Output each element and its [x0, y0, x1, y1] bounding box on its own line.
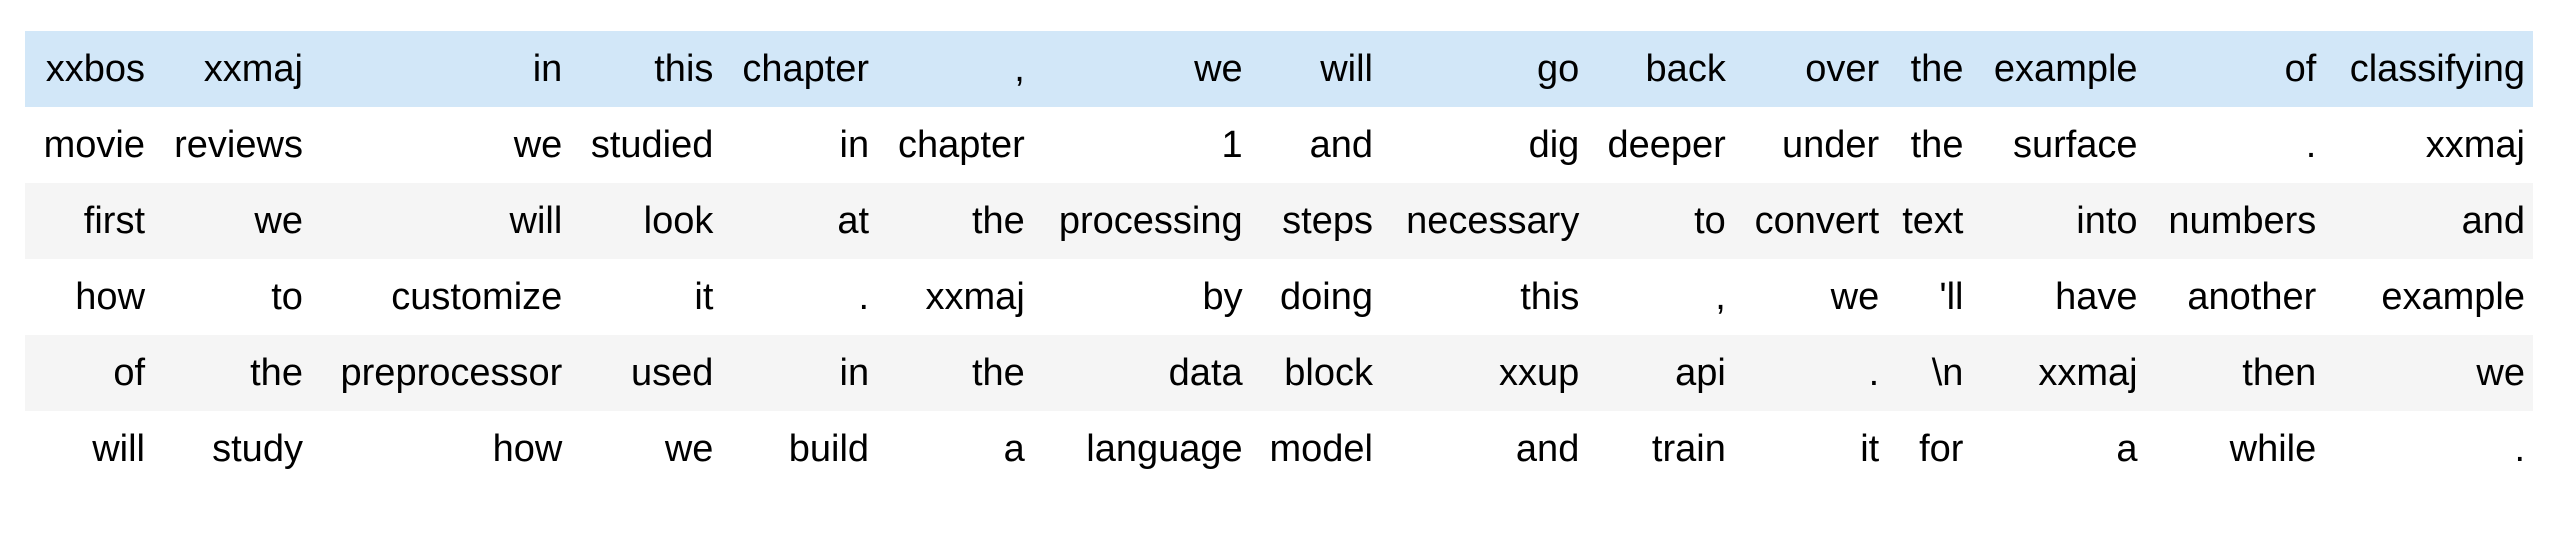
token-cell: a — [1003, 427, 1025, 470]
token-cell: \n — [1887, 335, 1972, 411]
token-cell: xxup — [1380, 335, 1588, 411]
token-cell: we — [153, 183, 311, 259]
token-cell: model — [1269, 427, 1373, 470]
token-cell: and — [1309, 123, 1373, 166]
token-cell: example — [1971, 31, 2146, 107]
token-cell: block — [1250, 335, 1381, 411]
token-cell: , — [1715, 275, 1726, 318]
token-cell: the — [153, 335, 311, 411]
token-cell: studied — [590, 123, 714, 166]
token-cell: dig — [1528, 123, 1580, 166]
token-cell: xxmaj — [925, 275, 1025, 318]
token-cell: go — [1380, 31, 1588, 107]
token-cell: have — [2055, 275, 2138, 318]
token-cell: used — [570, 335, 722, 411]
token-cell: convert — [1733, 183, 1888, 259]
token-cell: surface — [2012, 123, 2138, 166]
token-cell: into — [1971, 183, 2146, 259]
token-cell: language — [1086, 427, 1243, 470]
token-cell: classifying — [2324, 31, 2533, 107]
token-cell: it — [694, 275, 714, 318]
token-cell: in — [839, 123, 870, 166]
token-cell: another — [2187, 275, 2317, 318]
token-cell: we — [664, 427, 714, 470]
token-cell: we — [2324, 335, 2533, 411]
token-cell: will — [1250, 31, 1381, 107]
token-cell: we — [513, 123, 563, 166]
token-cell: this — [1520, 275, 1580, 318]
token-cell: look — [570, 183, 722, 259]
token-cell: xxmaj — [153, 31, 311, 107]
token-cell: under — [1782, 123, 1880, 166]
token-cell: it — [1860, 427, 1880, 470]
token-cell: numbers — [2145, 183, 2325, 259]
token-cell: and — [1515, 427, 1580, 470]
token-cell: deeper — [1607, 123, 1726, 166]
token-cell: of — [25, 335, 154, 411]
token-cell: preprocessor — [310, 335, 571, 411]
token-cell: processing — [1032, 183, 1251, 259]
token-cell: . — [2305, 123, 2317, 166]
token-cell: while — [2229, 427, 2317, 470]
token-cell: movie — [43, 123, 146, 166]
token-cell: . — [1733, 335, 1888, 411]
token-cell: and — [2324, 183, 2533, 259]
token-cell: how — [492, 427, 563, 470]
token-cell: reviews — [174, 123, 303, 166]
token-cell: data — [1032, 335, 1251, 411]
token-cell: this — [570, 31, 722, 107]
token-cell: how — [75, 275, 146, 318]
token-cell: the — [1887, 31, 1972, 107]
token-cell: we — [1830, 275, 1880, 318]
token-cell: chapter — [898, 123, 1025, 166]
token-cell: steps — [1250, 183, 1381, 259]
token-cell: train — [1651, 427, 1726, 470]
token-cell: , — [877, 31, 1033, 107]
token-cell: then — [2145, 335, 2325, 411]
token-cell: doing — [1279, 275, 1373, 318]
token-cell: . — [858, 275, 870, 318]
token-cell: back — [1587, 31, 1734, 107]
token-cell: chapter — [721, 31, 878, 107]
token-cell: to — [271, 275, 303, 318]
token-cell: for — [1919, 427, 1964, 470]
token-cell: text — [1887, 183, 1972, 259]
token-cell: 'll — [1939, 275, 1964, 318]
token-cell: a — [2116, 427, 2138, 470]
token-cell: xxbos — [25, 31, 154, 107]
token-cell: the — [877, 335, 1033, 411]
token-cell: at — [721, 183, 878, 259]
token-cell: customize — [391, 275, 563, 318]
token-cell: we — [1032, 31, 1251, 107]
token-cell: of — [2145, 31, 2325, 107]
token-cell: will — [92, 427, 146, 470]
token-cell: to — [1587, 183, 1734, 259]
token-cell: the — [877, 183, 1033, 259]
token-cell: build — [788, 427, 870, 470]
token-cell: will — [310, 183, 571, 259]
token-cell: in — [721, 335, 878, 411]
token-cell: in — [310, 31, 571, 107]
token-cell: 1 — [1221, 123, 1243, 166]
token-cell: by — [1202, 275, 1243, 318]
token-cell: . — [2514, 427, 2525, 470]
token-cell: xxmaj — [2425, 123, 2525, 166]
token-cell: api — [1587, 335, 1734, 411]
token-cell: necessary — [1380, 183, 1588, 259]
token-cell: study — [212, 427, 303, 470]
token-cell: xxmaj — [1971, 335, 2146, 411]
token-cell: first — [25, 183, 154, 259]
token-cell: over — [1733, 31, 1888, 107]
token-row: will study how we build a language model and trai… — [25, 411, 2533, 487]
token-cell: the — [1910, 123, 1964, 166]
token-cell: example — [2381, 275, 2525, 318]
